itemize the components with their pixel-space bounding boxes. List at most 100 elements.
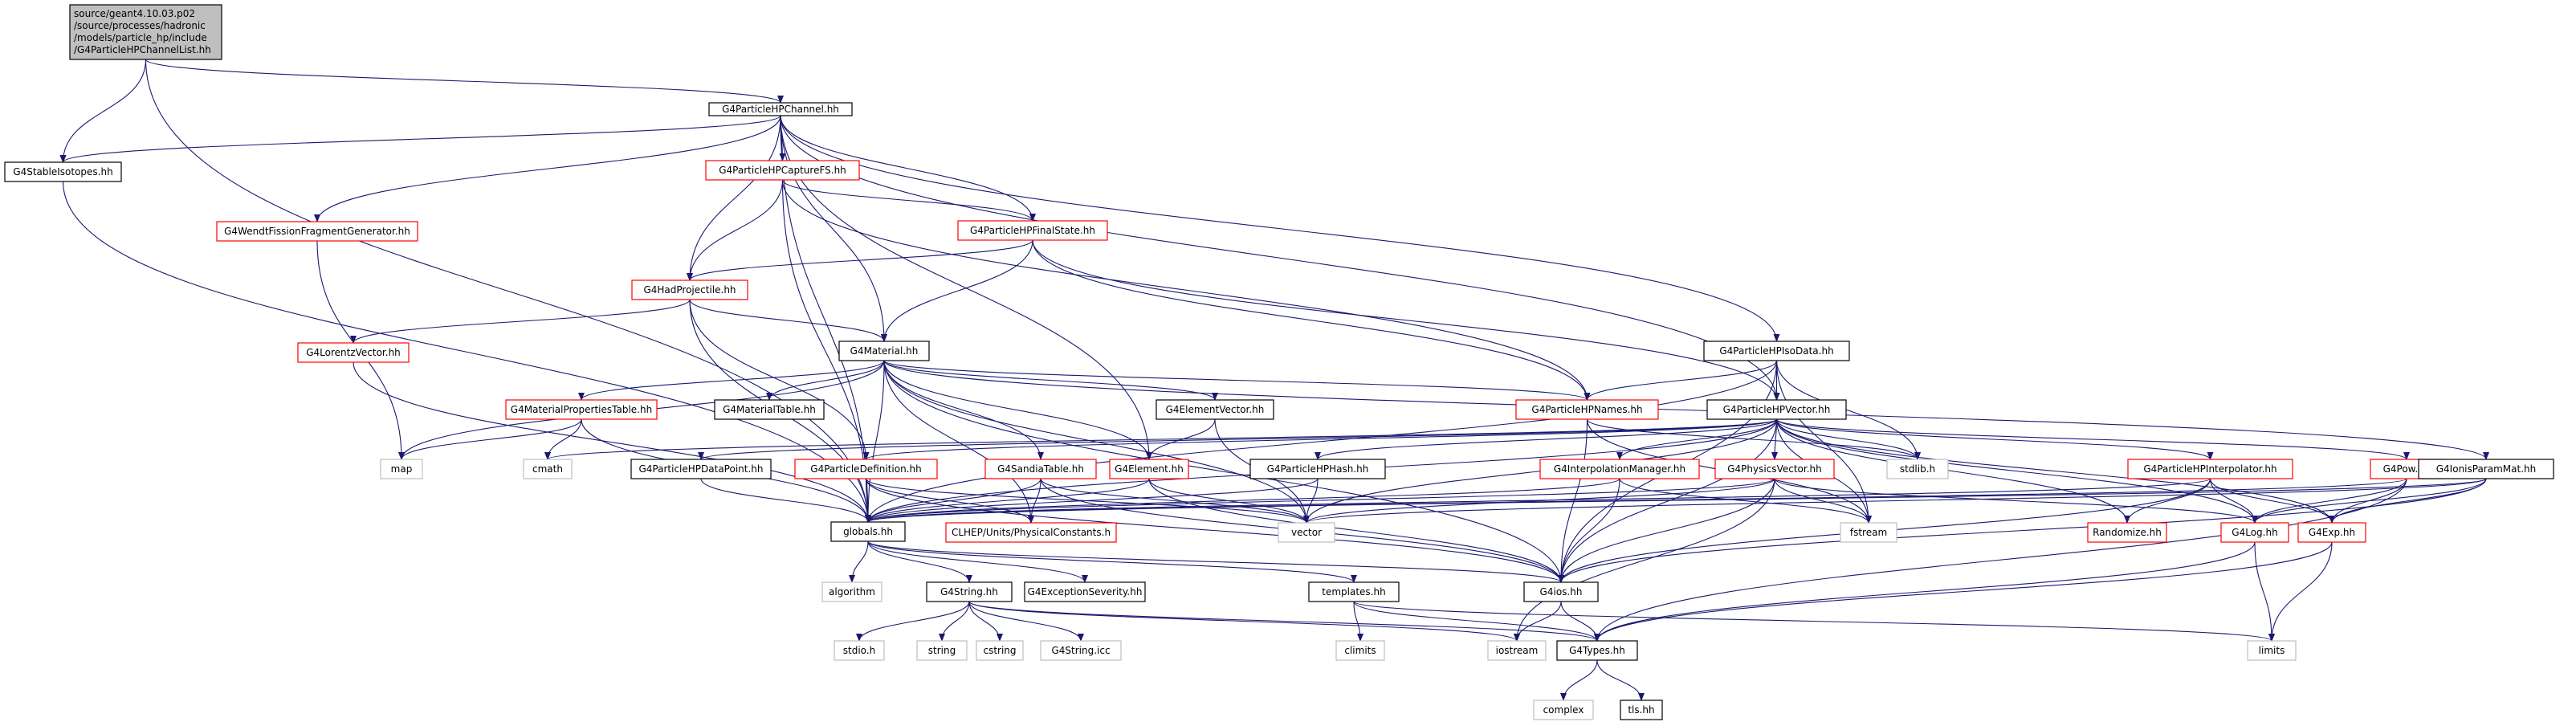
node-physvec[interactable]: G4PhysicsVector.hh xyxy=(1714,459,1835,479)
edge-interpolator-to-globals xyxy=(865,478,2211,523)
edge-channel-to-finalstate xyxy=(780,115,1036,222)
node-tls[interactable]: tls.hh xyxy=(1620,699,1663,720)
edge-hadproj-to-partdef xyxy=(689,299,870,460)
node-hpvector[interactable]: G4ParticleHPVector.hh xyxy=(1706,399,1847,420)
node-label-mattable: G4MaterialTable.hh xyxy=(723,404,816,415)
node-box-log xyxy=(2220,522,2289,543)
node-channel[interactable]: G4ParticleHPChannel.hh xyxy=(708,102,853,116)
node-finalstate[interactable]: G4ParticleHPFinalState.hh xyxy=(957,220,1108,241)
node-box-capture xyxy=(705,160,860,181)
edge-ionis-to-vector xyxy=(1303,478,2487,524)
node-climits[interactable]: climits xyxy=(1335,640,1385,661)
node-randomize[interactable]: Randomize.hh xyxy=(2087,522,2167,543)
node-cstring[interactable]: cstring xyxy=(976,640,1024,661)
node-algorithm[interactable]: algorithm xyxy=(821,581,882,602)
node-datapoint[interactable]: G4ParticleHPDataPoint.hh xyxy=(630,459,772,479)
node-label-elemvec: G4ElementVector.hh xyxy=(1166,404,1265,415)
node-label-root: /models/particle_hp/include xyxy=(74,32,207,43)
node-log[interactable]: G4Log.hh xyxy=(2220,522,2289,543)
nodes-layer: source/geant4.10.03.p02/source/processes… xyxy=(4,4,2554,720)
edge-templates-to-climits xyxy=(1353,601,1363,642)
node-box-iostream xyxy=(1487,640,1547,661)
node-box-randomize xyxy=(2087,522,2167,543)
node-capture[interactable]: G4ParticleHPCaptureFS.hh xyxy=(705,160,860,181)
node-label-matprop: G4MaterialPropertiesTable.hh xyxy=(511,404,652,415)
node-label-string: string xyxy=(928,645,956,656)
node-elemvec[interactable]: G4ElementVector.hh xyxy=(1156,399,1274,420)
node-box-exception xyxy=(1024,581,1146,602)
node-templates[interactable]: templates.hh xyxy=(1308,581,1400,602)
node-partdef[interactable]: G4ParticleDefinition.hh xyxy=(794,459,938,479)
node-box-cstring xyxy=(976,640,1024,661)
node-box-algorithm xyxy=(821,581,882,602)
node-hadproj[interactable]: G4HadProjectile.hh xyxy=(631,279,748,300)
node-label-interpolator: G4ParticleHPInterpolator.hh xyxy=(2143,463,2276,475)
node-box-names xyxy=(1515,399,1659,420)
node-iostream[interactable]: iostream xyxy=(1487,640,1547,661)
edge-log-to-types xyxy=(1594,541,2256,642)
node-box-root xyxy=(69,4,222,60)
node-label-complex: complex xyxy=(1543,704,1584,716)
node-sandia[interactable]: G4SandiaTable.hh xyxy=(984,459,1097,479)
node-matprop[interactable]: G4MaterialPropertiesTable.hh xyxy=(505,399,658,420)
node-types[interactable]: G4Types.hh xyxy=(1556,640,1638,661)
node-complex[interactable]: complex xyxy=(1533,699,1594,720)
node-map[interactable]: map xyxy=(380,459,423,479)
node-stdlib[interactable]: stdlib.h xyxy=(1886,459,1949,479)
node-label-capture: G4ParticleHPCaptureFS.hh xyxy=(719,165,846,176)
edge-hash-to-globals xyxy=(865,478,1319,523)
node-box-cmath xyxy=(523,459,573,479)
node-wendt[interactable]: G4WendtFissionFragmentGenerator.hh xyxy=(216,221,418,242)
node-exp[interactable]: G4Exp.hh xyxy=(2297,522,2366,543)
node-interpolator[interactable]: G4ParticleHPInterpolator.hh xyxy=(2127,459,2293,479)
node-interpmgr[interactable]: G4InterpolationManager.hh xyxy=(1539,459,1700,479)
node-clhep[interactable]: CLHEP/Units/PhysicalConstants.h xyxy=(945,522,1117,543)
node-label-globals: globals.hh xyxy=(843,526,893,537)
edge-material-to-matprop xyxy=(578,360,885,401)
node-element[interactable]: G4Element.hh xyxy=(1109,459,1189,479)
node-lorentz[interactable]: G4LorentzVector.hh xyxy=(297,342,410,363)
edge-capture-to-names xyxy=(781,179,1591,401)
edge-templates-to-limits xyxy=(1353,601,2275,642)
node-cmath[interactable]: cmath xyxy=(523,459,573,479)
node-box-vector xyxy=(1278,522,1335,543)
node-label-finalstate: G4ParticleHPFinalState.hh xyxy=(970,225,1095,236)
node-label-climits: climits xyxy=(1344,645,1376,656)
node-stable[interactable]: G4StableIsotopes.hh xyxy=(4,161,122,182)
node-label-exp: G4Exp.hh xyxy=(2309,527,2355,538)
node-names[interactable]: G4ParticleHPNames.hh xyxy=(1515,399,1659,420)
node-box-datapoint xyxy=(630,459,772,479)
node-isodata[interactable]: G4ParticleHPIsoData.hh xyxy=(1703,341,1850,361)
edge-element-to-globals xyxy=(865,478,1150,523)
edge-ionis-to-ios xyxy=(1558,478,2487,583)
node-box-element xyxy=(1109,459,1189,479)
edge-ios-to-iostream xyxy=(1514,601,1562,642)
node-vector[interactable]: vector xyxy=(1278,522,1335,543)
node-hash[interactable]: G4ParticleHPHash.hh xyxy=(1249,459,1386,479)
edge-exp-to-types xyxy=(1594,541,2333,642)
node-label-stdio: stdio.h xyxy=(843,645,875,656)
edge-hpvector-to-interpmgr xyxy=(1616,418,1778,460)
node-ios[interactable]: G4ios.hh xyxy=(1523,581,1599,602)
edge-hpvector-to-exp xyxy=(1775,418,2335,524)
node-globals[interactable]: globals.hh xyxy=(830,521,906,542)
node-mattable[interactable]: G4MaterialTable.hh xyxy=(714,399,825,420)
edge-hpvector-to-cmath xyxy=(544,418,1778,460)
node-root[interactable]: source/geant4.10.03.p02/source/processes… xyxy=(69,4,222,60)
node-string[interactable]: string xyxy=(916,640,968,661)
node-stdio[interactable]: stdio.h xyxy=(834,640,885,661)
node-label-sandia: G4SandiaTable.hh xyxy=(997,463,1084,475)
node-material[interactable]: G4Material.hh xyxy=(838,341,930,361)
edge-stable-to-globals xyxy=(62,181,871,523)
node-limits[interactable]: limits xyxy=(2247,640,2297,661)
node-box-map xyxy=(380,459,423,479)
node-label-interpmgr: G4InterpolationManager.hh xyxy=(1554,463,1685,475)
node-box-stringicc xyxy=(1040,640,1122,661)
node-label-channel: G4ParticleHPChannel.hh xyxy=(722,104,839,115)
node-stringicc[interactable]: G4String.icc xyxy=(1040,640,1122,661)
node-fstream[interactable]: fstream xyxy=(1840,522,1897,543)
node-ionis[interactable]: G4IonisParamMat.hh xyxy=(2418,459,2554,479)
node-g4string[interactable]: G4String.hh xyxy=(926,581,1013,602)
node-exception[interactable]: G4ExceptionSeverity.hh xyxy=(1024,581,1146,602)
